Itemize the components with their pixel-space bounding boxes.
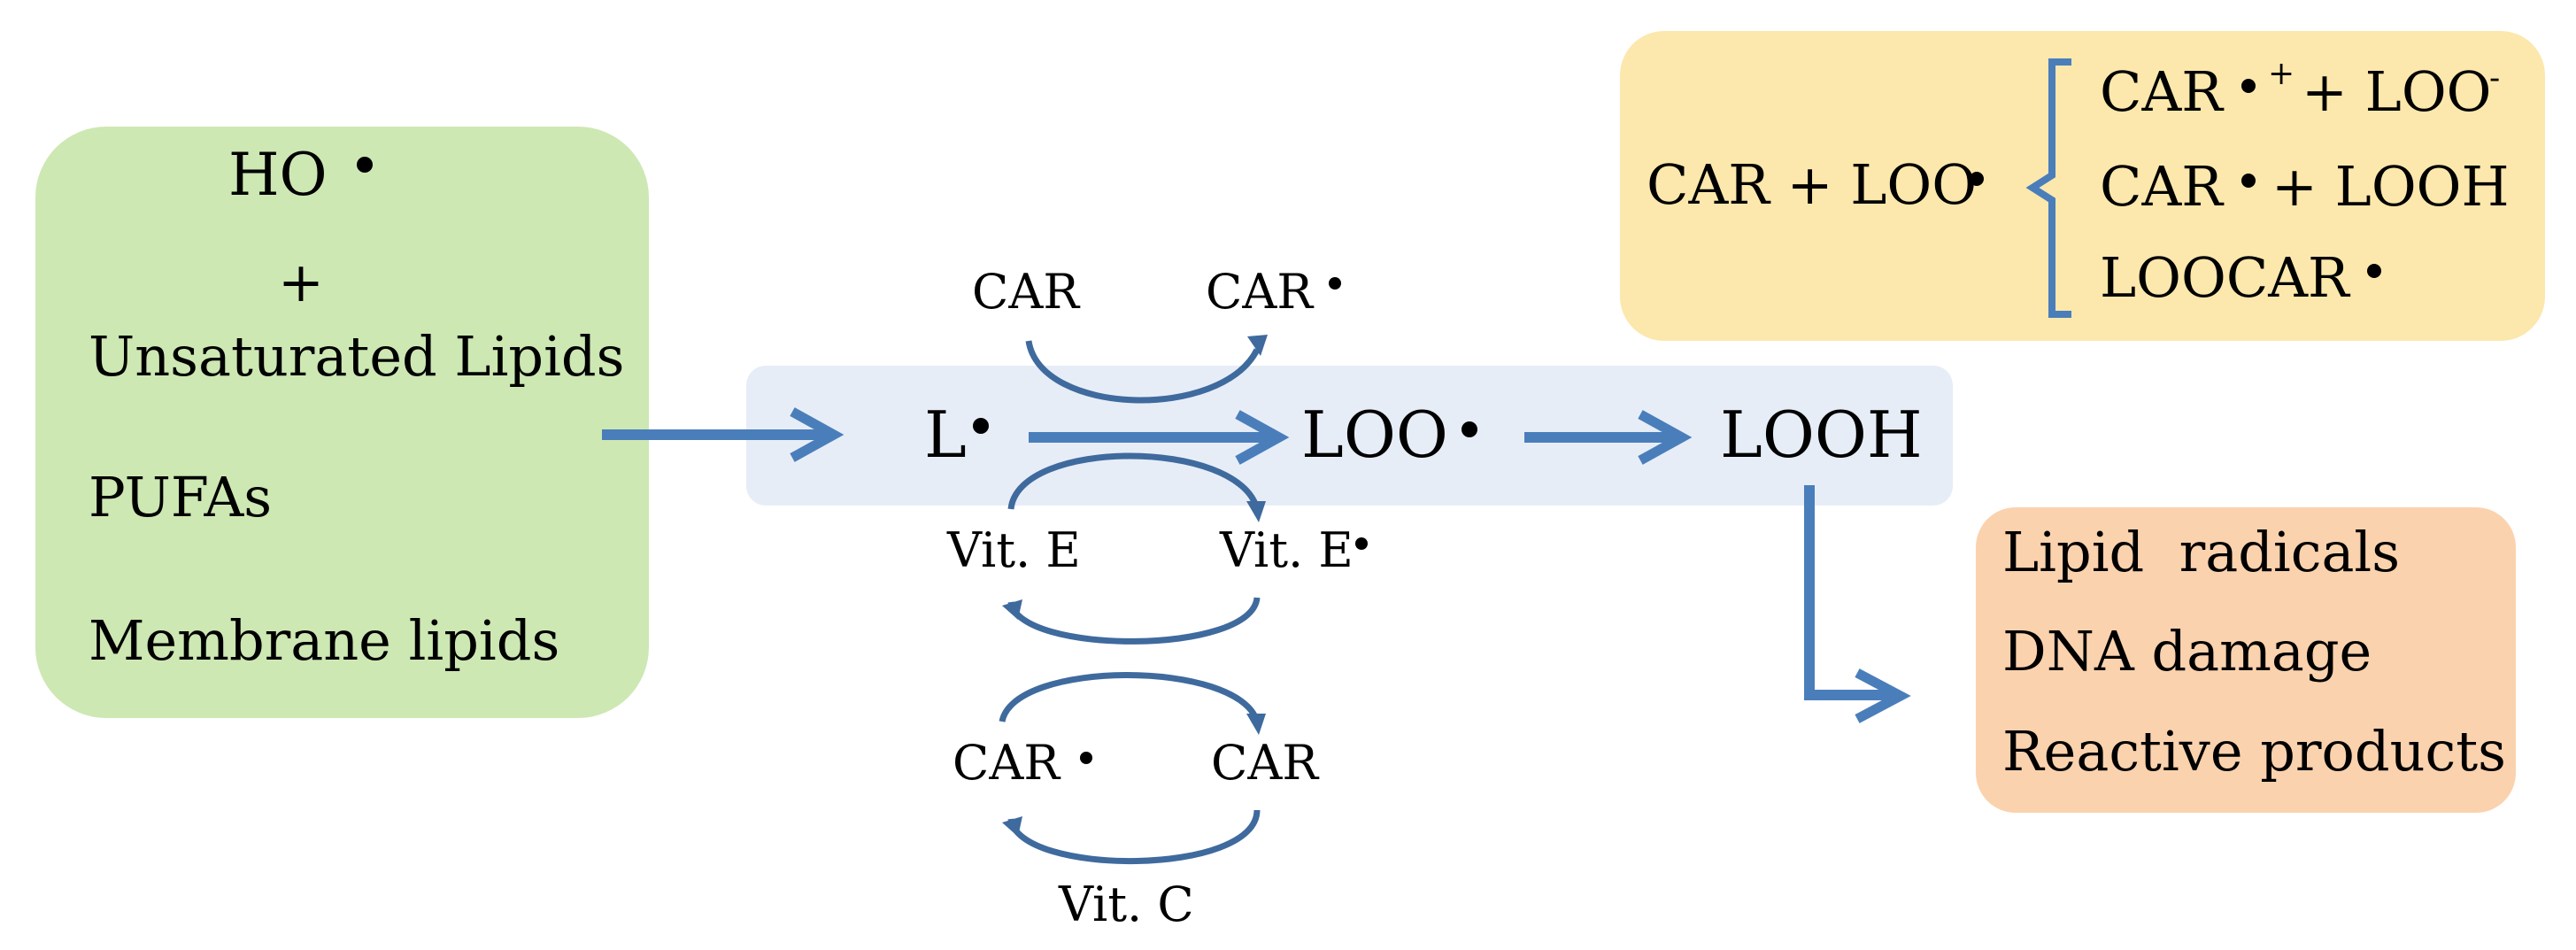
radical-dot (1462, 421, 1477, 437)
radical-dot (2241, 79, 2256, 93)
radical-dot (357, 157, 373, 173)
lipid-source-box (35, 127, 649, 718)
hydroxyl-radical-label: HO (228, 141, 328, 209)
radical-dot (1080, 752, 1092, 764)
reaction-reactants: CAR + LOO (1647, 152, 1977, 217)
peroxyl-radical-label: LOO (1301, 398, 1448, 472)
car-reaction-box (1620, 31, 2545, 341)
lipid-item-pufas: PUFAs (89, 465, 272, 529)
product-1-minus-charge: - (2489, 60, 2500, 97)
car-label-bottom-right: CAR (1211, 735, 1319, 791)
hydroperoxide-arrowhead (1638, 410, 1693, 465)
vit-c-label: Vit. C (1058, 877, 1194, 932)
car-cycle-arc-top (1025, 340, 1261, 404)
plus-sign: + (278, 250, 324, 314)
product-1-car: CAR (2100, 59, 2225, 124)
damage-box (1976, 507, 2516, 813)
car-cycle-arc-middle (999, 672, 1261, 723)
car-radical-label-top-right: CAR (1206, 264, 1314, 320)
lipid-item-unsaturated: Unsaturated Lipids (89, 324, 624, 389)
product-2-looh: + LOOH (2271, 154, 2510, 219)
damage-item-reactive-products: Reactive products (2002, 719, 2506, 784)
car-cycle-arrowhead-top (1247, 335, 1268, 356)
damage-arrow (1804, 485, 1894, 700)
hydroperoxide-label: LOOH (1720, 398, 1923, 472)
vite-cycle-arc-bottom (1007, 597, 1261, 645)
product-1-loo: + LOO (2302, 59, 2492, 124)
product-2-car: CAR (2100, 154, 2225, 219)
car-radical-label-bottom-left: CAR (953, 735, 1060, 791)
initiation-arrowhead (790, 407, 845, 462)
damage-arrowhead (1855, 668, 1911, 723)
vit-e-radical-label-right: Vit. E (1219, 522, 1354, 578)
vit-e-label-left: Vit. E (946, 522, 1081, 578)
car-cycle-arrowhead-bottom (1002, 816, 1022, 837)
radical-dot (1329, 277, 1341, 290)
vite-cycle-arrowhead-top (1246, 501, 1266, 522)
radical-dot (973, 418, 989, 434)
radical-dot (2367, 264, 2381, 278)
car-label-top-left: CAR (972, 264, 1080, 320)
product-1-plus-charge: + (2268, 56, 2294, 92)
propagation-arrowhead (1235, 410, 1290, 465)
radical-dot (1970, 172, 1984, 186)
lipid-item-membrane: Membrane lipids (89, 608, 559, 673)
lipid-radical-label: L (924, 398, 967, 472)
reaction-bracket (2025, 58, 2071, 318)
damage-item-lipid-radicals: Lipid radicals (2002, 520, 2400, 584)
damage-item-dna-damage: DNA damage (2002, 619, 2372, 684)
product-3-loocar: LOOCAR (2100, 245, 2351, 310)
car-cycle-arc-bottom (1007, 809, 1261, 865)
vite-cycle-arc-top (1007, 452, 1261, 511)
radical-dot (1355, 537, 1368, 550)
radical-dot (2241, 174, 2256, 188)
car-cycle-arrowhead-middle (1246, 714, 1266, 735)
vite-cycle-arrowhead-bottom (1002, 599, 1022, 620)
